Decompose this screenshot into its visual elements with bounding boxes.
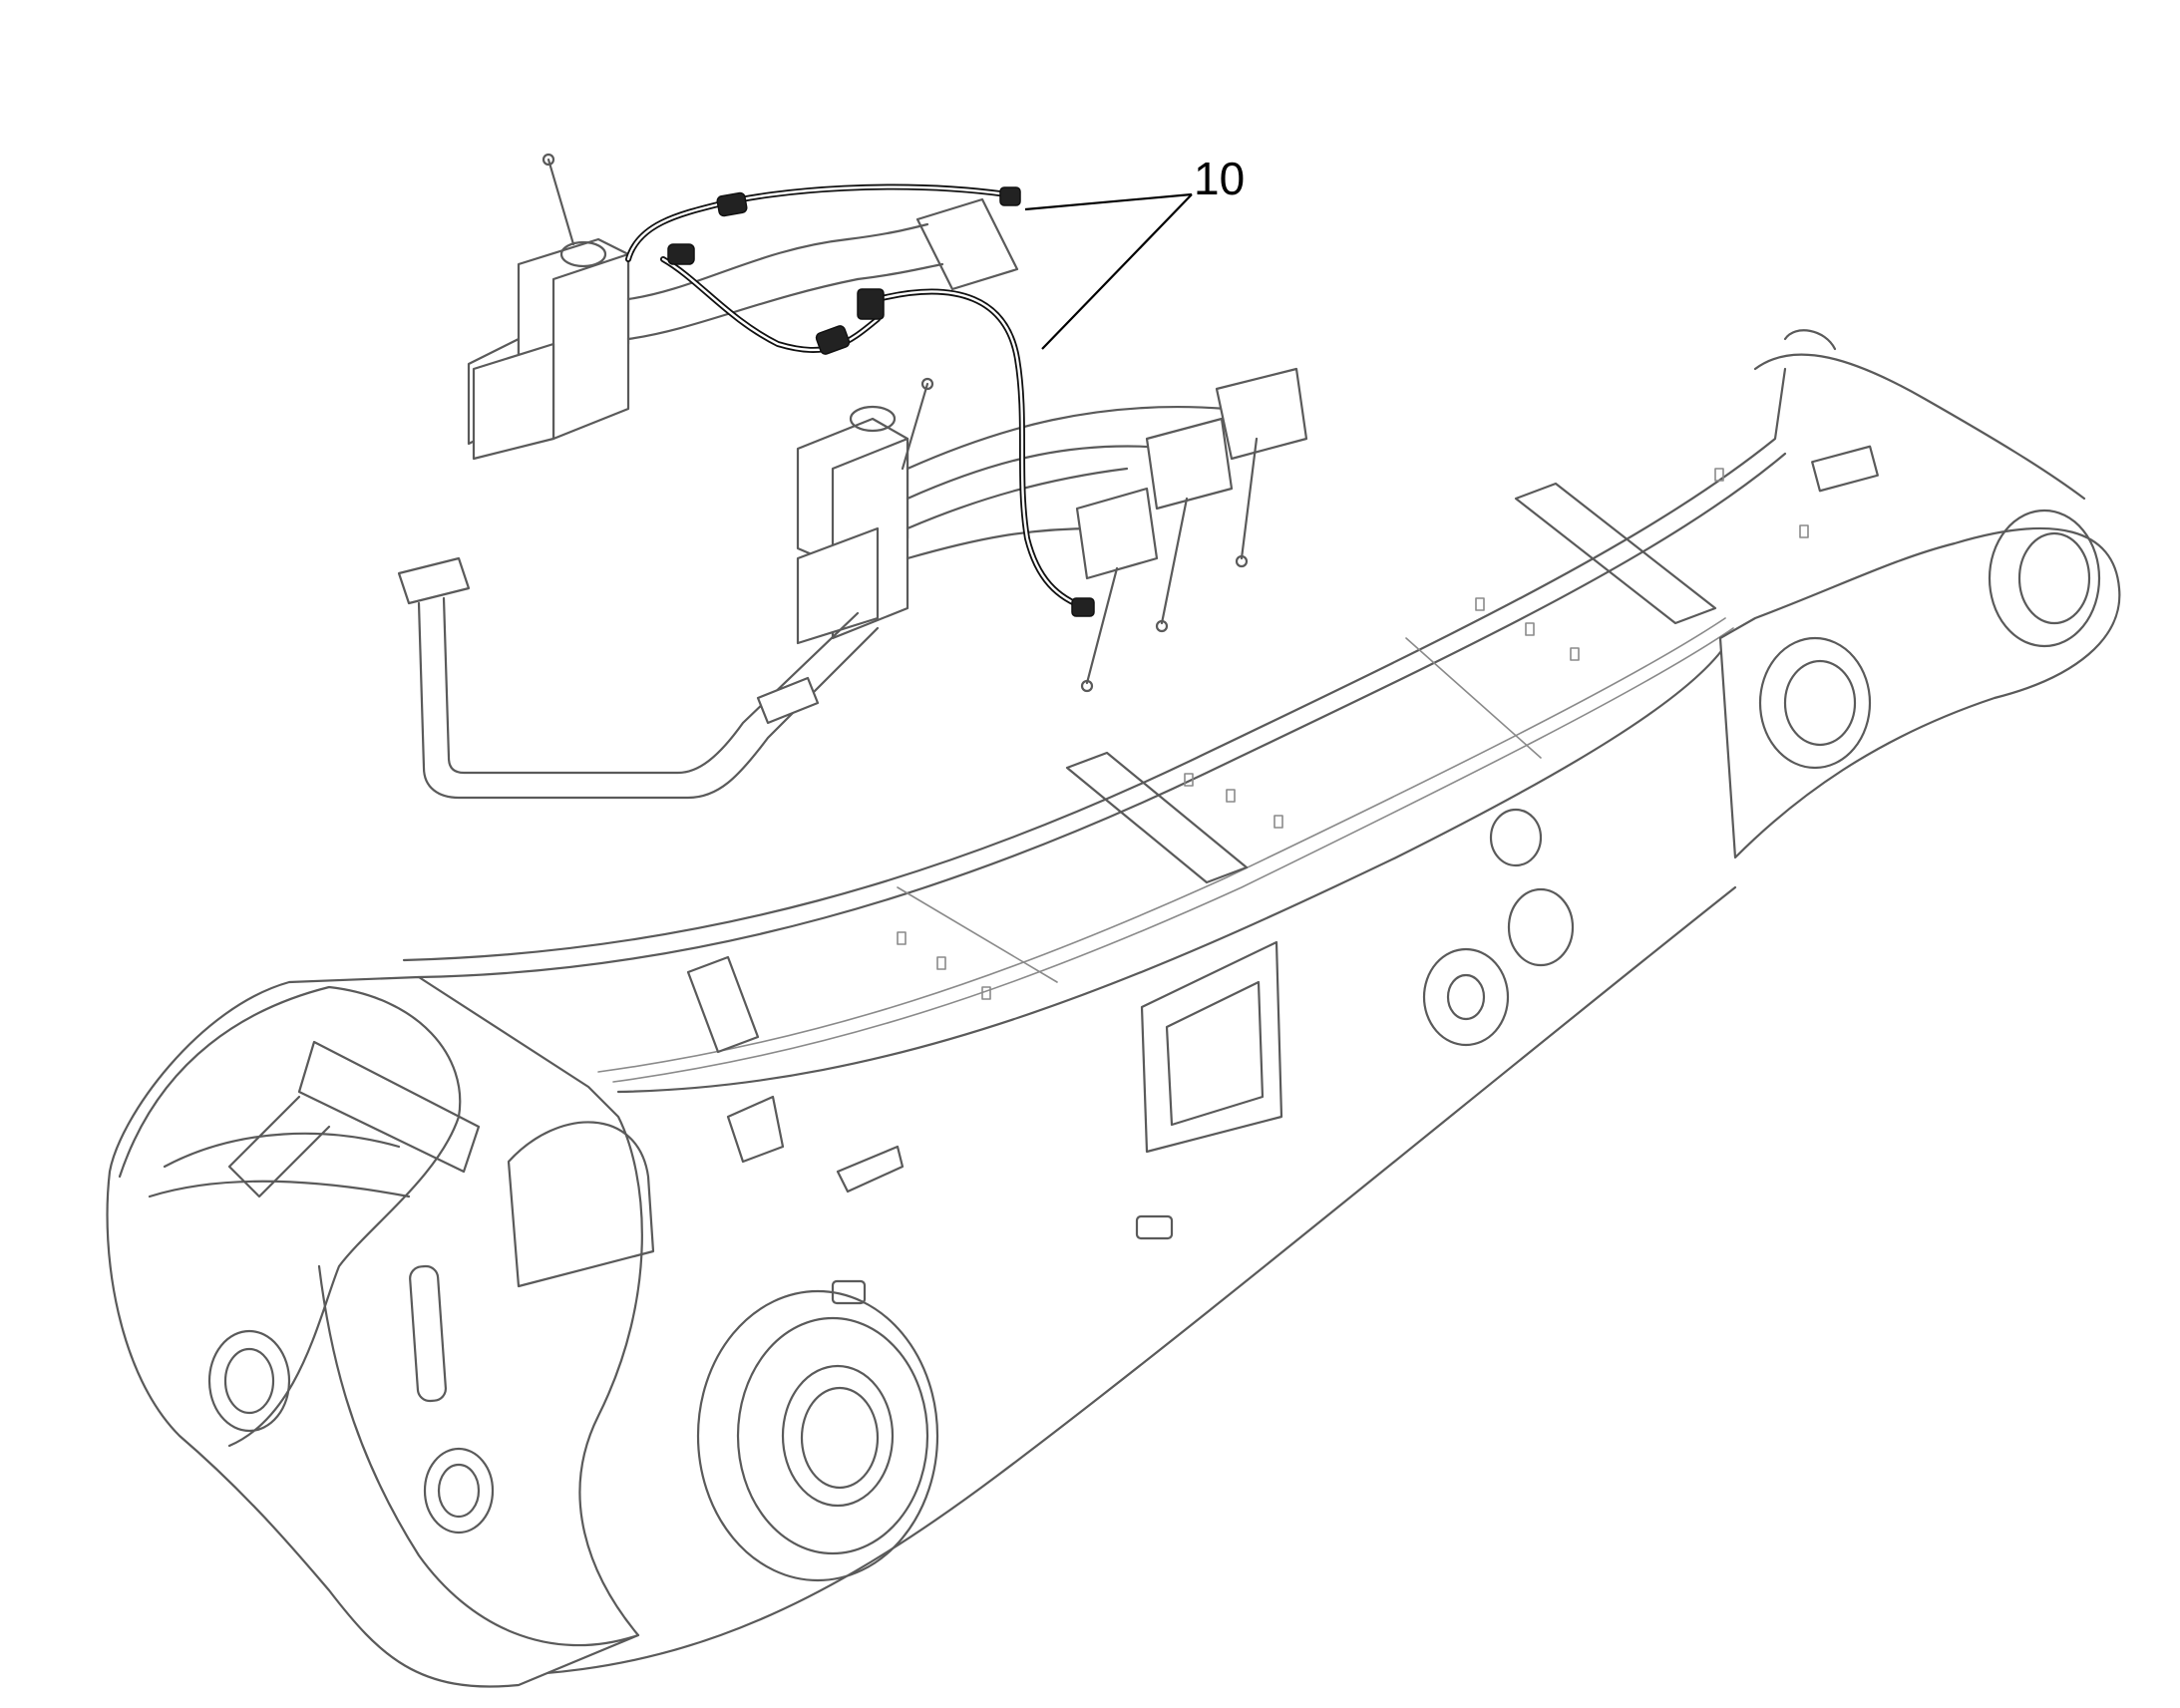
pipe-assembly [397, 556, 880, 800]
callout-label-10: 10 [1194, 153, 1245, 204]
distributor-upper [846, 197, 1019, 291]
boom-frame [106, 329, 2121, 1688]
control-valve-lower [796, 367, 1308, 693]
hose-line-10 [625, 183, 1095, 617]
callout-10: 10 [1024, 153, 1245, 350]
control-valve-upper [467, 153, 860, 461]
